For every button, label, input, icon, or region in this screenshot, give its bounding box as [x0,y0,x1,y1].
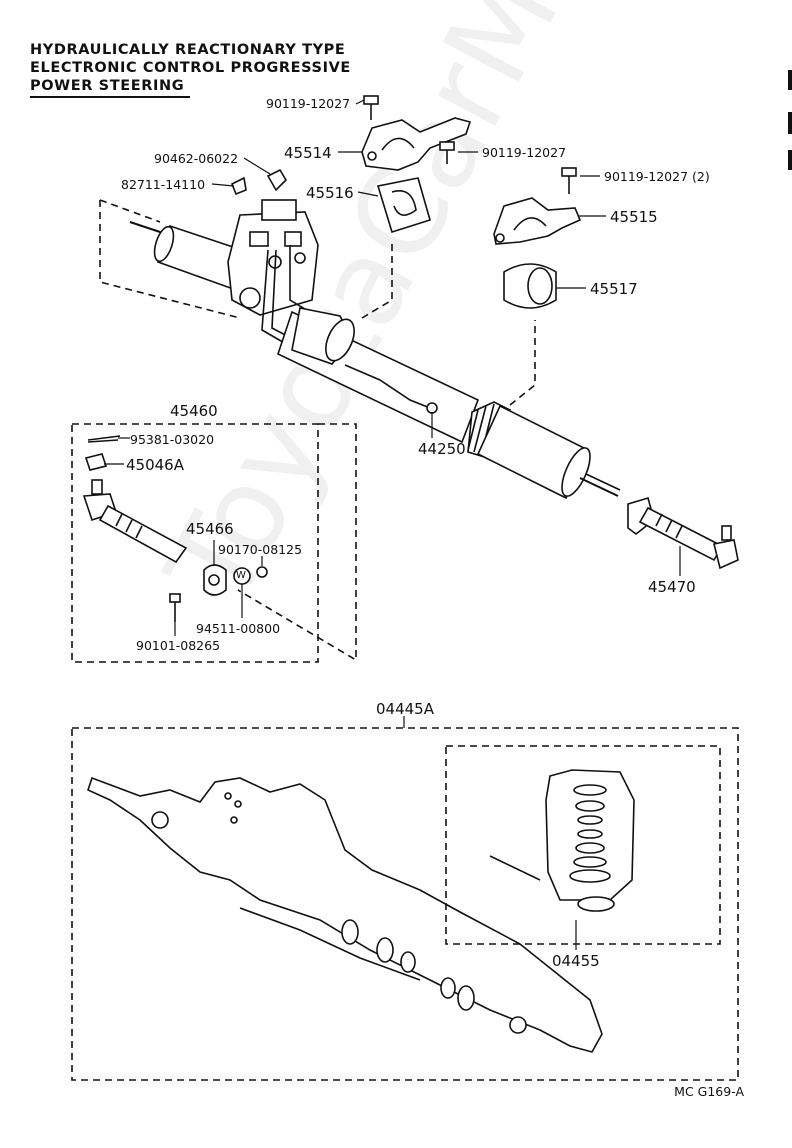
washer-mark: W [236,570,246,581]
label-95381-03020: 95381-03020 [130,432,215,447]
label-45470: 45470 [648,578,696,596]
label-90170-08125: 90170-08125 [218,542,303,557]
label-45046a: 45046A [126,456,184,474]
label-90101-08265: 90101-08265 [136,638,221,653]
label-45517: 45517 [590,280,638,298]
label-45460: 45460 [170,402,218,420]
label-90119-12027-top: 90119-12027 [266,96,351,111]
title-line-1: HYDRAULICALLY REACTIONARY TYPE [30,42,346,58]
label-04455: 04455 [552,952,600,970]
label-04445a: 04445A [376,700,434,718]
brackets-and-bushings [230,95,582,309]
edge-mark [788,70,792,90]
label-44250: 44250 [418,440,466,458]
steering-gear-assembly [99,199,621,500]
label-90119-12027-mid: 90119-12027 [482,145,567,160]
title-underline [30,96,190,98]
right-tie-rod-end [627,496,739,570]
edge-mark [788,150,792,170]
title-line-3: POWER STEERING [30,78,185,94]
gasket-kit [71,727,739,1081]
label-45516: 45516 [306,184,354,202]
label-94511-00800: 94511-00800 [196,621,281,636]
diagram-code: MC G169-A [674,1084,744,1099]
label-90462-06022: 90462-06022 [154,151,239,166]
label-82711-14110: 82711-14110 [121,177,206,192]
label-90119-12027-2: 90119-12027 (2) [604,169,710,184]
label-45514: 45514 [284,144,332,162]
label-45466: 45466 [186,520,234,538]
title-line-2: ELECTRONIC CONTROL PROGRESSIVE [30,60,351,76]
label-45515: 45515 [610,208,658,226]
edge-mark [788,112,792,134]
leader-lines [104,99,681,950]
